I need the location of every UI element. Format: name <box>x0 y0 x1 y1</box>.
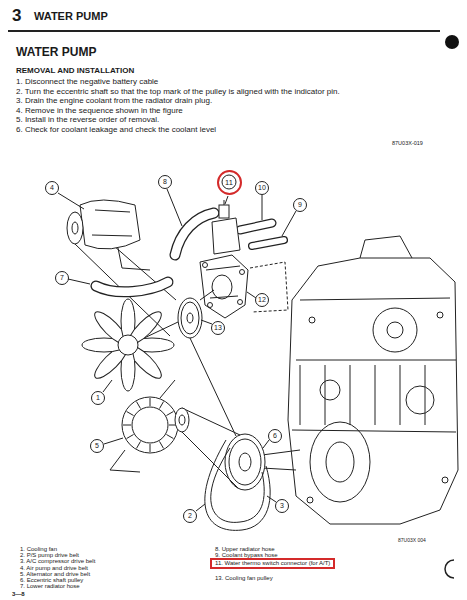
engine-rib <box>300 365 301 425</box>
margin-mark <box>445 35 459 49</box>
page-number: 3—8 <box>12 591 25 598</box>
step-text: 4. Remove in the sequence shown in the f… <box>16 106 183 115</box>
alternator-fin <box>127 435 134 439</box>
page-heading: WATER PUMP <box>16 46 96 60</box>
callout-circle <box>212 322 225 335</box>
callout-circle <box>256 294 269 307</box>
alternator-fin <box>160 441 164 448</box>
part-list-item: 1. Cooling fan <box>20 546 57 553</box>
callout-number: 3 <box>280 502 284 510</box>
callout-circle <box>294 199 307 212</box>
section-number: 3 <box>12 6 21 26</box>
callout-number: 8 <box>163 178 167 186</box>
cooling-fan-pulley <box>178 290 236 436</box>
step-text: 3. Drain the engine coolant from the rad… <box>16 96 212 105</box>
step-text: 1. Disconnect the negative battery cable <box>16 77 158 86</box>
callout-circle <box>46 182 59 195</box>
figure-code: 87U03X-019 <box>392 140 423 146</box>
alternator-fin <box>160 402 164 409</box>
leader-line <box>58 189 296 511</box>
alternator-fin <box>166 412 173 416</box>
subheading: REMOVAL AND INSTALLATION <box>16 66 134 75</box>
alternator-drive-belt <box>182 408 240 488</box>
engine-rib <box>325 365 326 425</box>
margin-mark <box>445 560 454 578</box>
part-list-item: 5. Alternator and drive belt <box>20 571 90 578</box>
part-list-item: 3. A/C compressor drive belt <box>20 558 95 565</box>
engine-block <box>288 236 458 524</box>
callout-number: 2 <box>188 512 192 520</box>
step-text: 6. Check for coolant leakage and check t… <box>16 125 216 134</box>
callout-circle <box>184 510 197 523</box>
alternator-fin <box>123 425 131 426</box>
callout-circle <box>256 182 269 195</box>
callout-circle <box>276 500 289 513</box>
lower-radiator-hose <box>96 282 168 292</box>
ac-compressor-drive-belt <box>205 440 270 530</box>
callout-circle <box>159 176 172 189</box>
callout-number: 7 <box>60 274 64 282</box>
callout-number: 9 <box>298 201 302 209</box>
eccentric-shaft-pulley <box>225 434 300 490</box>
engine-rib <box>350 365 351 425</box>
callout-circle <box>222 175 236 189</box>
part-list-item: 2. P/S pump drive belt <box>20 552 79 559</box>
step-text: 5. Install in the reverse order of remov… <box>16 115 159 124</box>
figure-code: 87U03X 004 <box>398 538 426 544</box>
alternator <box>110 380 240 488</box>
part-list-item: 7. Lower radiator hose <box>20 583 80 590</box>
thermo-switch <box>212 200 240 254</box>
upper-radiator-hose <box>175 213 214 255</box>
water-pump <box>200 255 288 318</box>
callout-number: 4 <box>50 184 54 192</box>
engine-rib <box>375 365 376 425</box>
callout-circle <box>91 440 104 453</box>
alternator-fin <box>150 398 151 406</box>
cooling-fan <box>82 299 178 391</box>
callout-circle <box>269 430 282 443</box>
callout-number: 5 <box>95 442 99 450</box>
part-list-item: 8. Upper radiator hose <box>215 546 275 553</box>
engine-rib <box>425 365 426 425</box>
part-list-item: 6. Eccentric shaft pulley <box>20 577 83 584</box>
alternator-fin <box>137 402 141 409</box>
callout-circle <box>56 272 69 285</box>
callout-number: 12 <box>258 296 266 304</box>
alternator-fin <box>166 435 173 439</box>
callout-number: 13 <box>214 324 222 332</box>
engine-rib <box>400 365 401 425</box>
alternator-fin <box>127 412 134 416</box>
part-list-item: 13. Cooling fan pulley <box>215 575 273 582</box>
fan-hub <box>118 335 138 355</box>
running-header: WATER PUMP <box>34 10 108 23</box>
alternator-fin <box>150 444 151 452</box>
callout-number: 1 <box>96 394 100 402</box>
header-rule <box>8 30 440 32</box>
alternator-fin <box>137 441 141 448</box>
step-text: 2. Turn the eccentric shaft so that the … <box>16 87 340 96</box>
callout-number: 11 <box>225 178 233 187</box>
ps-pump-drive-belt <box>211 448 264 522</box>
air-pump <box>67 200 176 336</box>
callout-number: 6 <box>273 432 277 440</box>
part-list-item: 4. Air pump and drive belt <box>20 565 88 572</box>
callout-circle <box>92 392 105 405</box>
part-list-item: 11. Water thermo switch connector (for A… <box>215 560 330 568</box>
highlight-box: 11. Water thermo switch connector (for A… <box>210 558 335 570</box>
highlight-circle: 11 <box>217 170 242 195</box>
callout-number: 10 <box>258 184 266 192</box>
coolant-bypass-hose <box>240 223 284 246</box>
